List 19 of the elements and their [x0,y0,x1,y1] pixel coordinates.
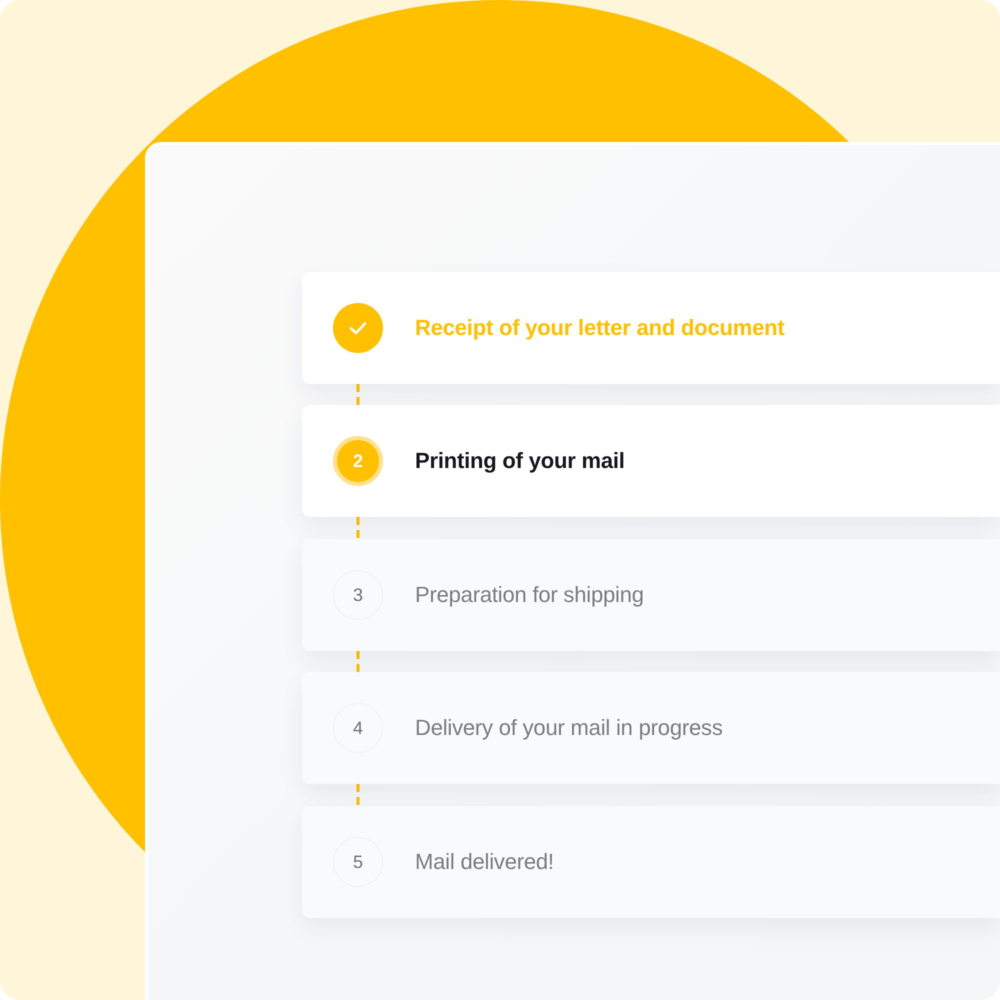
step-card [302,272,1000,384]
step-number: 3 [333,570,383,620]
dashed-line [356,651,360,672]
step-card [302,405,1000,517]
dashed-line [356,784,360,806]
step-label: Delivery of your mail in progress [415,714,723,742]
step-card [302,806,1000,918]
step-label: Printing of your mail [415,447,625,475]
step-label: Mail delivered! [415,848,554,876]
step-label: Receipt of your letter and document [415,314,784,342]
step-number: 4 [333,703,383,753]
step-card [302,672,1000,784]
step-number: 2 [333,436,383,486]
check-icon [333,303,383,353]
step-card [302,539,1000,651]
dashed-line [356,517,360,539]
step-number: 5 [333,837,383,887]
dashed-line [356,384,360,405]
step-label: Preparation for shipping [415,581,644,609]
